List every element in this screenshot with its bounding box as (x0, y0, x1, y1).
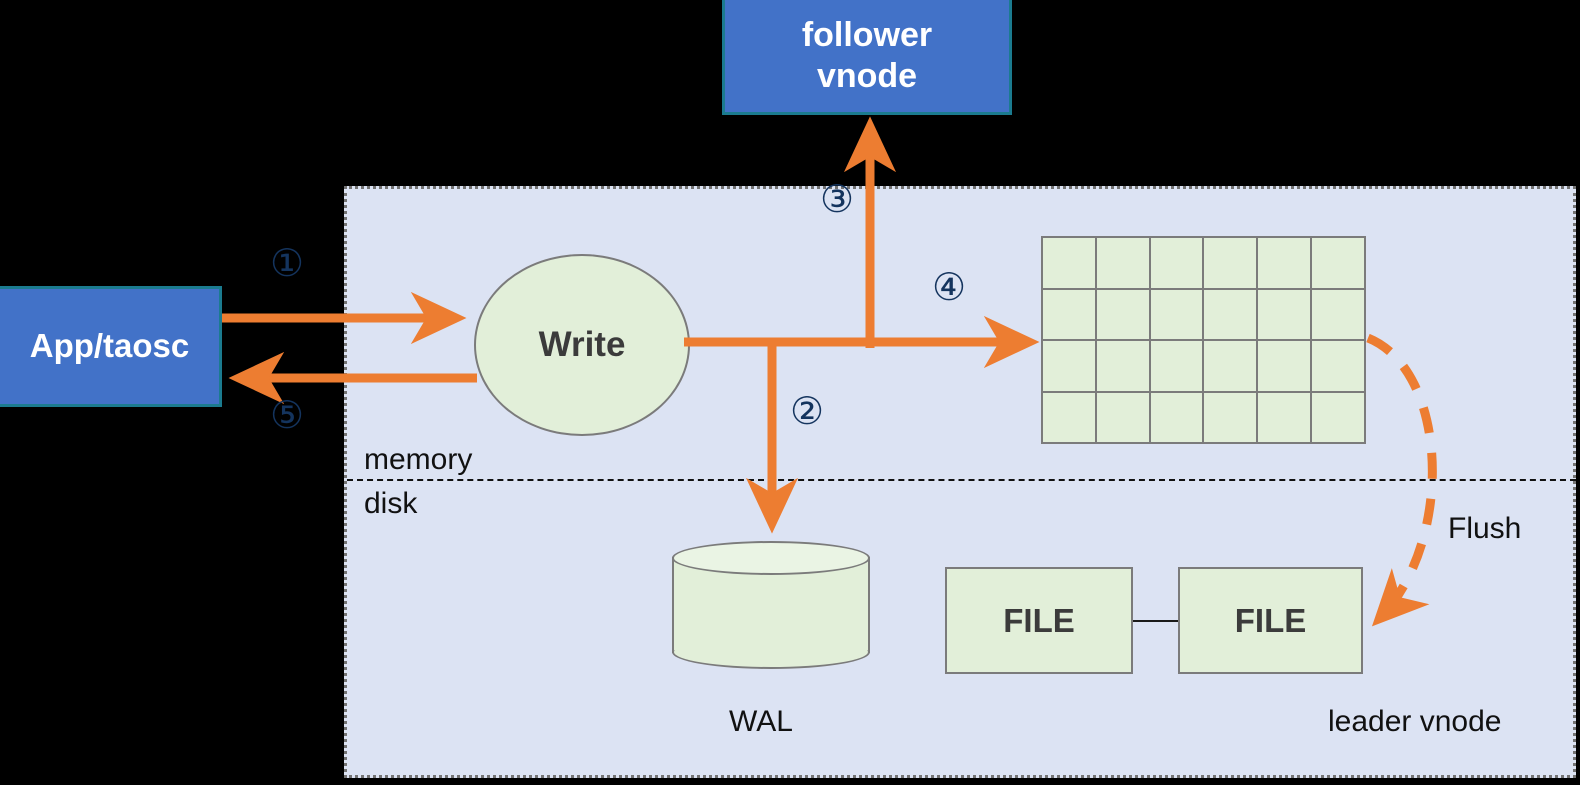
file-box-1: FILE (945, 567, 1133, 674)
disk-label: disk (364, 487, 418, 520)
memtable-cell (1150, 238, 1203, 288)
write-node: Write (474, 254, 690, 436)
memtable-cell (1150, 289, 1203, 339)
follower-vnode-box: follower vnode (722, 0, 1012, 115)
step-number-5: ⑤ (270, 393, 305, 437)
memtable-cell (1096, 392, 1149, 442)
memtable-cell (1258, 289, 1311, 339)
memtable-cell (1043, 341, 1095, 391)
memtable-cell (1312, 392, 1364, 442)
memtable-cell (1150, 392, 1203, 442)
memtable-cell (1258, 341, 1311, 391)
memtable-cell (1258, 392, 1311, 442)
follower-vnode-label-line1: follower (801, 16, 933, 55)
memtable-cell (1312, 341, 1364, 391)
memtable-cell (1043, 289, 1095, 339)
memtable-cell (1096, 289, 1149, 339)
memtable-cell (1096, 341, 1149, 391)
wal-cylinder-top (672, 541, 870, 575)
memtable-cell (1150, 341, 1203, 391)
leader-vnode-label: leader vnode (1328, 705, 1502, 738)
file-box-2: FILE (1178, 567, 1363, 674)
flush-label: Flush (1448, 512, 1522, 545)
wal-label: WAL (729, 705, 793, 738)
memory-label: memory (364, 443, 473, 476)
app-taosc-box: App/taosc (0, 286, 222, 407)
memtable-cell (1204, 238, 1257, 288)
wal-cylinder (672, 541, 870, 669)
memtable-cell (1096, 238, 1149, 288)
step-number-3: ③ (820, 177, 855, 221)
memtable-cell (1312, 289, 1364, 339)
memtable-cell (1043, 238, 1095, 288)
step-number-1: ① (270, 241, 305, 285)
memory-disk-divider (347, 479, 1576, 481)
follower-vnode-label-line2: vnode (816, 56, 918, 95)
memtable-cell (1258, 238, 1311, 288)
memtable-cell (1312, 238, 1364, 288)
step-number-4: ④ (932, 265, 967, 309)
memtable-cell (1204, 341, 1257, 391)
file-link-line (1133, 620, 1178, 622)
step-number-2: ② (790, 389, 825, 433)
memtable-grid (1041, 236, 1366, 444)
memtable-cell (1204, 289, 1257, 339)
memtable-cell (1204, 392, 1257, 442)
memtable-cell (1043, 392, 1095, 442)
